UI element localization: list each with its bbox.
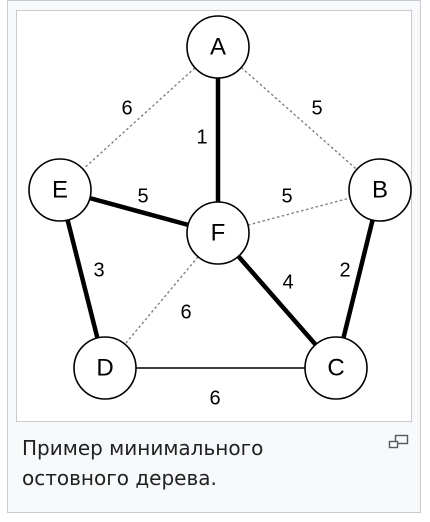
node-a: A [186,15,250,79]
edge-e-d [65,219,100,339]
node-circle-f [186,201,250,265]
edge-f-d [124,256,199,345]
node-label-f: F [211,219,226,246]
node-circle-d [73,336,137,400]
edge-f-b [247,197,351,226]
edge-weight-a-b: 5 [311,97,322,119]
node-circle-c [304,336,368,400]
magnify-clip-icon[interactable] [388,434,410,450]
node-label-e: E [52,176,68,203]
edge-f-c [236,254,318,347]
edge-weight-f-b: 5 [281,185,292,207]
edge-b-c [341,219,375,339]
node-label-c: C [327,354,344,381]
edge-weight-d-c: 6 [209,387,220,409]
edge-a-e [82,67,196,170]
node-d: D [73,336,137,400]
node-e: E [28,158,92,222]
node-f: F [186,201,250,265]
spanning-tree-image[interactable]: A B C D E F 1 6 5 5 5 3 6 4 2 6 [16,10,412,422]
edge-e-f [89,195,189,228]
figure-thumbnail: A B C D E F 1 6 5 5 5 3 6 4 2 6 Пример минимального ос… [7,0,421,513]
edge-weight-a-f: 1 [196,126,207,148]
figure-caption: Пример минимального остовного дерева. [22,436,264,490]
edge-weight-f-d: 6 [180,301,191,323]
node-circle-a [186,15,250,79]
graph-diagram: A B C D E F 1 6 5 5 5 3 6 4 2 6 [28,15,412,409]
edge-weight-b-c: 2 [339,259,350,281]
node-label-b: B [372,176,388,203]
node-b: B [348,158,412,222]
edge-weight-a-e: 6 [121,97,132,119]
node-circle-e [28,158,92,222]
node-label-d: D [96,354,113,381]
node-circle-b [348,158,412,222]
node-c: C [304,336,368,400]
edge-weight-f-c: 4 [282,271,293,293]
edge-a-b [240,66,358,171]
edge-weight-e-f: 5 [137,185,148,207]
edge-weight-e-d: 3 [93,259,104,281]
node-label-a: A [210,33,226,60]
